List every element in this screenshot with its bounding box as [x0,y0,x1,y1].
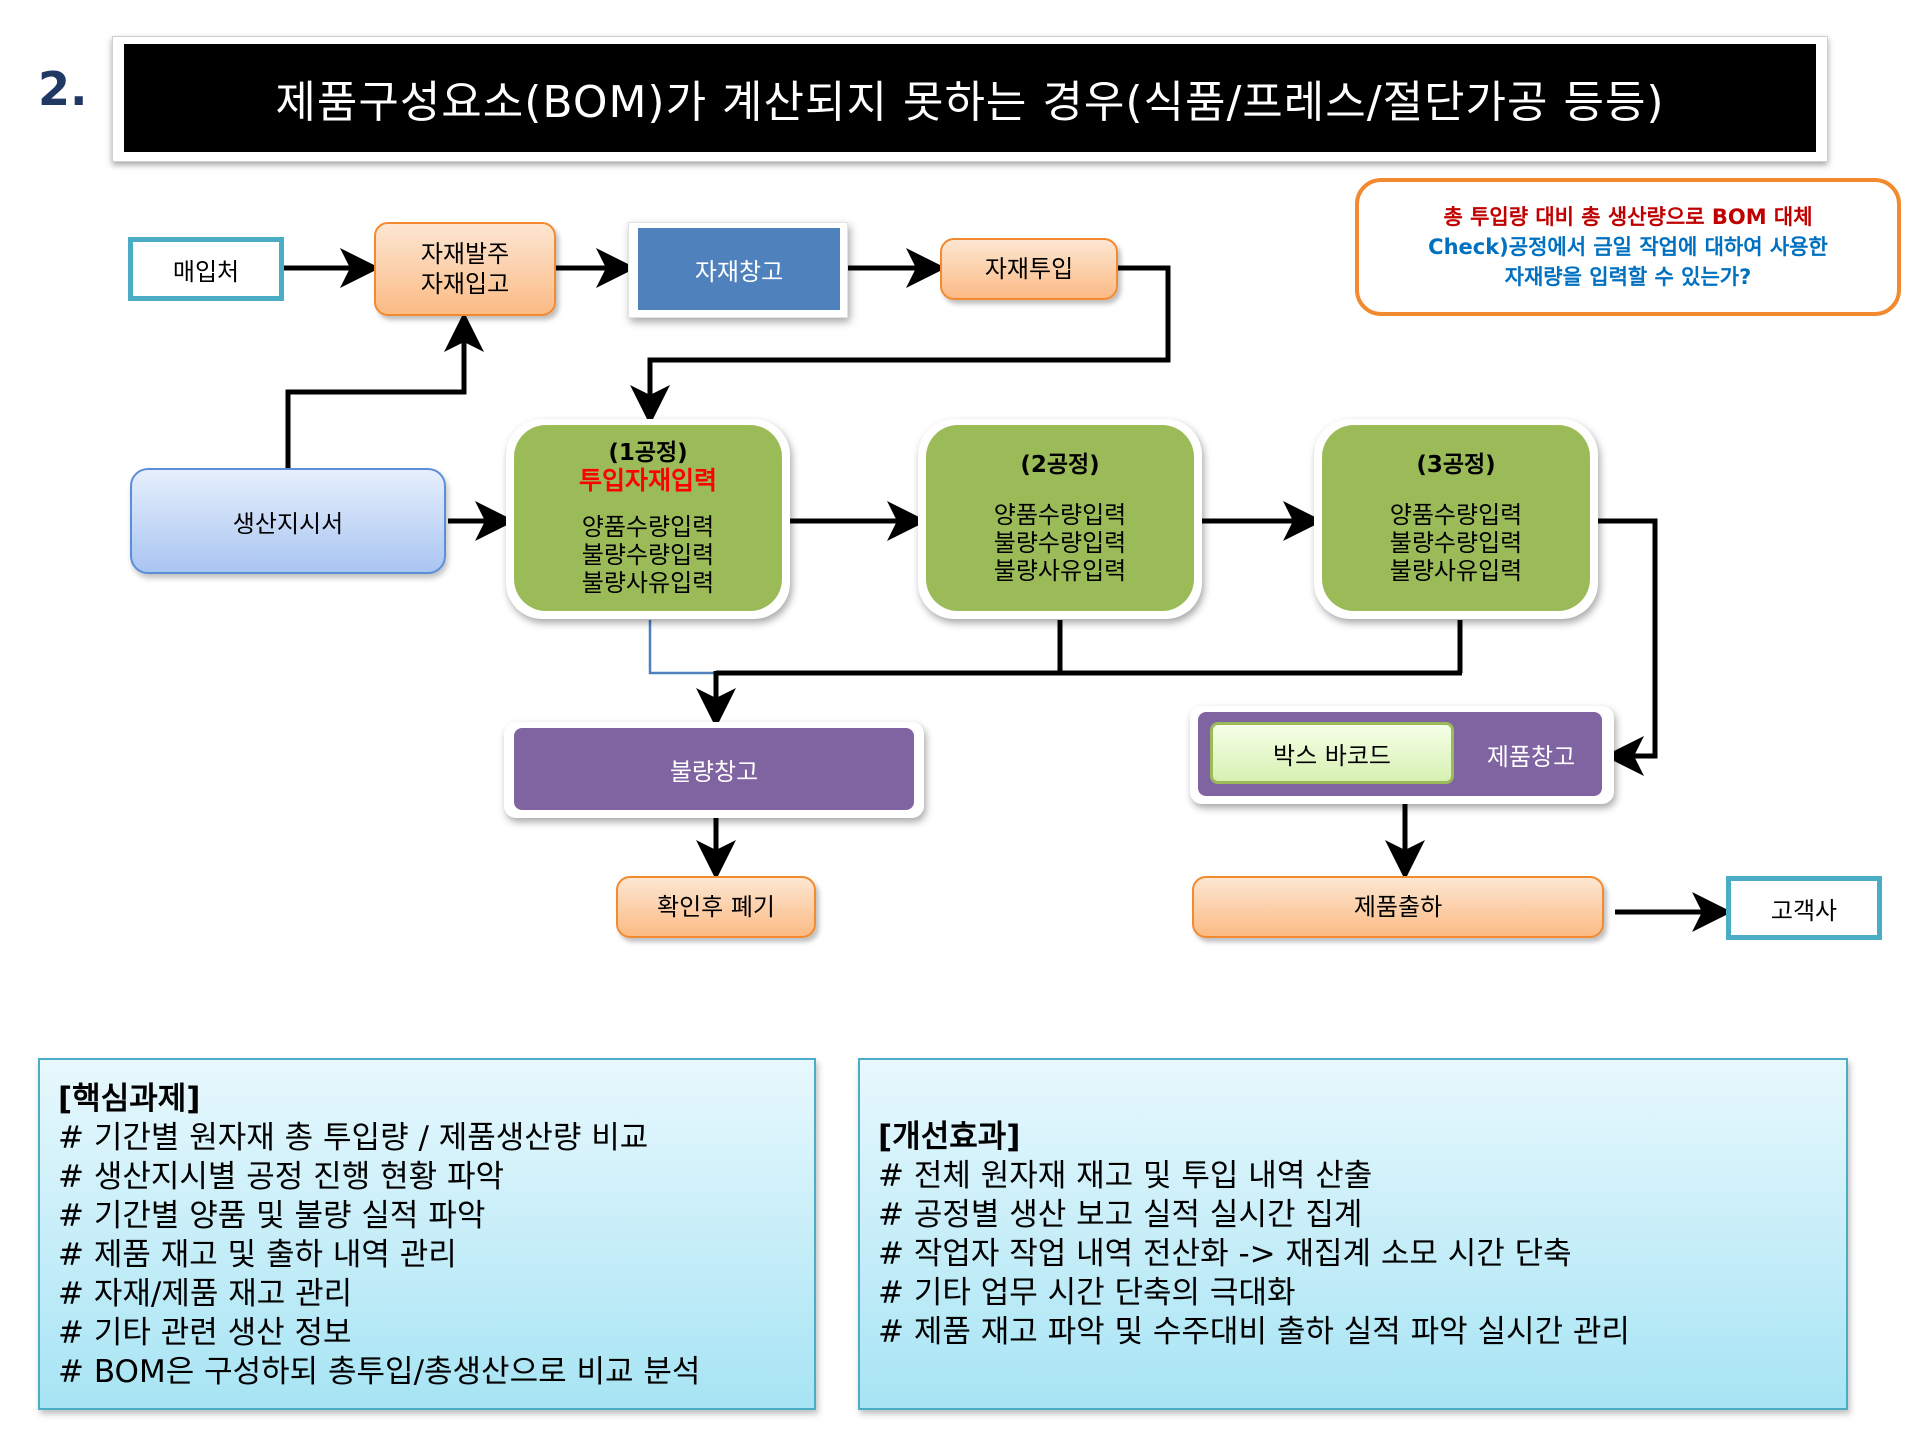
process3-defect-reason: 불량사유입력 [1389,557,1523,585]
process1-header: (1공정) [608,440,688,466]
process2-header: (2공정) [1020,452,1100,478]
node-material-warehouse: 자재창고 [638,228,840,310]
slide-number: 2. [38,62,88,116]
node-shipping: 제품출하 [1192,876,1604,938]
improvement-item: # 제품 재고 파악 및 수주대비 출하 실적 파악 실시간 관리 [878,1314,1630,1350]
improvements-heading: [개선효과] [878,1119,1021,1155]
improvement-item: # 작업자 작업 내역 전산화 -> 재집계 소모 시간 단축 [878,1236,1572,1272]
bom-callout: 총 투입량 대비 총 생산량으로 BOM 대체 Check)공정에서 금일 작업… [1355,178,1901,316]
process2-defect-reason: 불량사유입력 [993,557,1127,585]
key-task-item: # 기타 관련 생산 정보 [58,1315,352,1351]
key-tasks-box: [핵심과제] # 기간별 원자재 총 투입량 / 제품생산량 비교 # 생산지시… [38,1058,816,1410]
process1-defect-qty: 불량수량입력 [581,541,715,569]
improvement-item: # 전체 원자재 재고 및 투입 내역 산출 [878,1158,1373,1194]
key-task-item: # 제품 재고 및 출하 내역 관리 [58,1237,457,1273]
node-product-warehouse: 박스 바코드 제품창고 [1198,712,1602,796]
callout-line-2: Check)공정에서 금일 작업에 대하여 사용한 [1428,235,1828,259]
improvement-item: # 공정별 생산 보고 실적 실시간 집계 [878,1197,1363,1233]
key-task-item: # 기간별 양품 및 불량 실적 파악 [58,1198,486,1234]
process2-defect-qty: 불량수량입력 [993,529,1127,557]
material-receive-label: 자재입고 [420,270,510,298]
product-warehouse-label: 제품창고 [1486,742,1576,771]
process3-defect-qty: 불량수량입력 [1389,529,1523,557]
process1-input-material: 투입자재입력 [578,466,717,495]
callout-line-3: 자재량을 입력할 수 있는가? [1504,265,1752,289]
node-defect-warehouse: 불량창고 [514,728,914,810]
node-process2: (2공정) 양품수량입력 불량수량입력 불량사유입력 [926,425,1194,611]
improvements-box: [개선효과] # 전체 원자재 재고 및 투입 내역 산출 # 공정별 생산 보… [858,1058,1848,1410]
callout-line-1: 총 투입량 대비 총 생산량으로 BOM 대체 [1443,205,1813,229]
process3-header: (3공정) [1416,452,1496,478]
process1-defect-reason: 불량사유입력 [581,569,715,597]
page-title: 제품구성요소(BOM)가 계산되지 못하는 경우(식품/프레스/절단가공 등등) [124,44,1816,152]
improvement-item: # 기타 업무 시간 단축의 극대화 [878,1275,1296,1311]
node-work-order: 생산지시서 [130,468,446,574]
node-supplier: 매입처 [128,237,284,301]
node-process3: (3공정) 양품수량입력 불량수량입력 불량사유입력 [1322,425,1590,611]
key-task-item: # 생산지시별 공정 진행 현황 파악 [58,1159,505,1195]
node-customer: 고객사 [1726,876,1882,940]
node-material-input: 자재투입 [940,238,1118,300]
key-tasks-heading: [핵심과제] [58,1081,201,1117]
arrow-input-to-process1 [630,265,1171,425]
key-task-item: # BOM은 구성하되 총투입/총생산으로 비교 분석 [58,1354,701,1390]
key-task-item: # 자재/제품 재고 관리 [58,1276,353,1312]
process1-good-qty: 양품수량입력 [581,513,715,541]
node-material-order: 자재발주 자재입고 [374,222,556,316]
line-process1-to-defect [648,620,716,675]
arrow-process3-to-product-warehouse [1593,518,1658,776]
box-barcode: 박스 바코드 [1210,722,1454,784]
material-order-label: 자재발주 [420,240,510,268]
node-process1: (1공정) 투입자재입력 양품수량입력 불량수량입력 불량사유입력 [514,425,782,611]
node-dispose: 확인후 폐기 [616,876,816,938]
process3-good-qty: 양품수량입력 [1389,501,1523,529]
arrow-workorder-to-order [285,312,484,468]
process2-good-qty: 양품수량입력 [993,501,1127,529]
key-task-item: # 기간별 원자재 총 투입량 / 제품생산량 비교 [58,1120,649,1156]
